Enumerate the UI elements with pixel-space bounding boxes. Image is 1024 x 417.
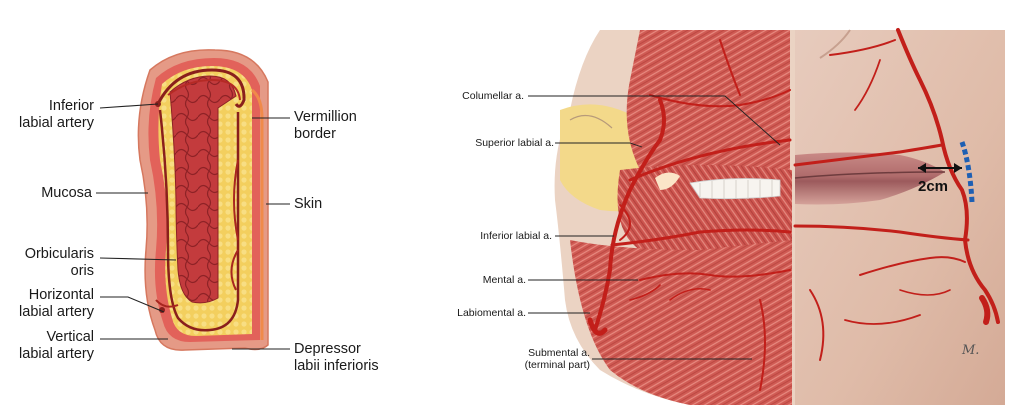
nostril-shadow xyxy=(819,29,851,59)
label-columellar-artery: Columellar a. xyxy=(462,90,524,102)
label-mental-artery: Mental a. xyxy=(482,274,526,286)
arteries-illustrated xyxy=(587,39,792,391)
label-line: border xyxy=(294,125,336,142)
label-inferior-labial-artery-right: Inferior labial a. xyxy=(480,230,552,242)
label-line: labial artery xyxy=(19,114,94,131)
label-depressor-labii-inferioris: Depressor labii inferioris xyxy=(294,341,379,374)
label-orbicularis-oris: Orbicularis oris xyxy=(25,246,94,279)
label-horizontal-labial-artery: Horizontal labial artery xyxy=(19,287,94,320)
label-vertical-labial-artery: Vertical labial artery xyxy=(19,329,94,362)
label-line: Horizontal xyxy=(28,287,94,303)
artist-signature: M. xyxy=(962,343,980,358)
inferior-labial-artery-path xyxy=(156,68,246,108)
label-line: oris xyxy=(70,262,94,279)
teeth xyxy=(689,178,781,200)
label-inferior-labial-artery: Inferior labial artery xyxy=(19,98,94,131)
photo-lips xyxy=(795,152,945,205)
nose-highlight xyxy=(655,172,680,190)
lower-face-muscles xyxy=(570,240,792,405)
measurement-label: 2cm xyxy=(918,178,949,195)
lip-cross-section xyxy=(137,49,269,351)
label-labiomental-artery: Labiomental a. xyxy=(457,307,526,319)
label-vermillion-border: Vermillion border xyxy=(294,109,357,142)
artery-inner-loop xyxy=(167,78,241,101)
label-line: Vertical xyxy=(46,329,94,345)
label-line: (terminal part) xyxy=(524,359,590,372)
label-line: Vermillion xyxy=(294,109,357,125)
horizontal-labial-artery-path xyxy=(155,159,239,308)
label-skin: Skin xyxy=(294,196,323,212)
label-line: Inferior xyxy=(48,98,94,114)
label-submental-artery: Submental a. (terminal part) xyxy=(525,347,590,371)
facial-anatomy-illustration xyxy=(554,30,795,405)
incision-marker xyxy=(959,141,975,203)
label-superior-labial-artery: Superior labial a. xyxy=(475,137,554,149)
fat-outline xyxy=(569,114,613,129)
label-line: Submental a. xyxy=(528,347,590,359)
label-line: Orbicularis xyxy=(24,246,94,262)
right-leader-lines xyxy=(528,95,781,360)
label-line: labii inferioris xyxy=(294,357,379,374)
orbicularis-oris-muscle xyxy=(169,75,237,304)
photo-face-half xyxy=(793,28,1005,405)
left-leader-lines xyxy=(96,103,290,350)
label-mucosa: Mucosa xyxy=(41,185,92,201)
label-line: labial artery xyxy=(19,303,94,320)
photo-skin xyxy=(795,30,1005,405)
arteries-on-photo xyxy=(793,28,1000,361)
teeth-lines xyxy=(699,180,773,199)
vertical-labial-artery-path xyxy=(158,109,240,332)
label-line: labial artery xyxy=(19,345,94,362)
label-line: Depressor xyxy=(294,341,361,357)
